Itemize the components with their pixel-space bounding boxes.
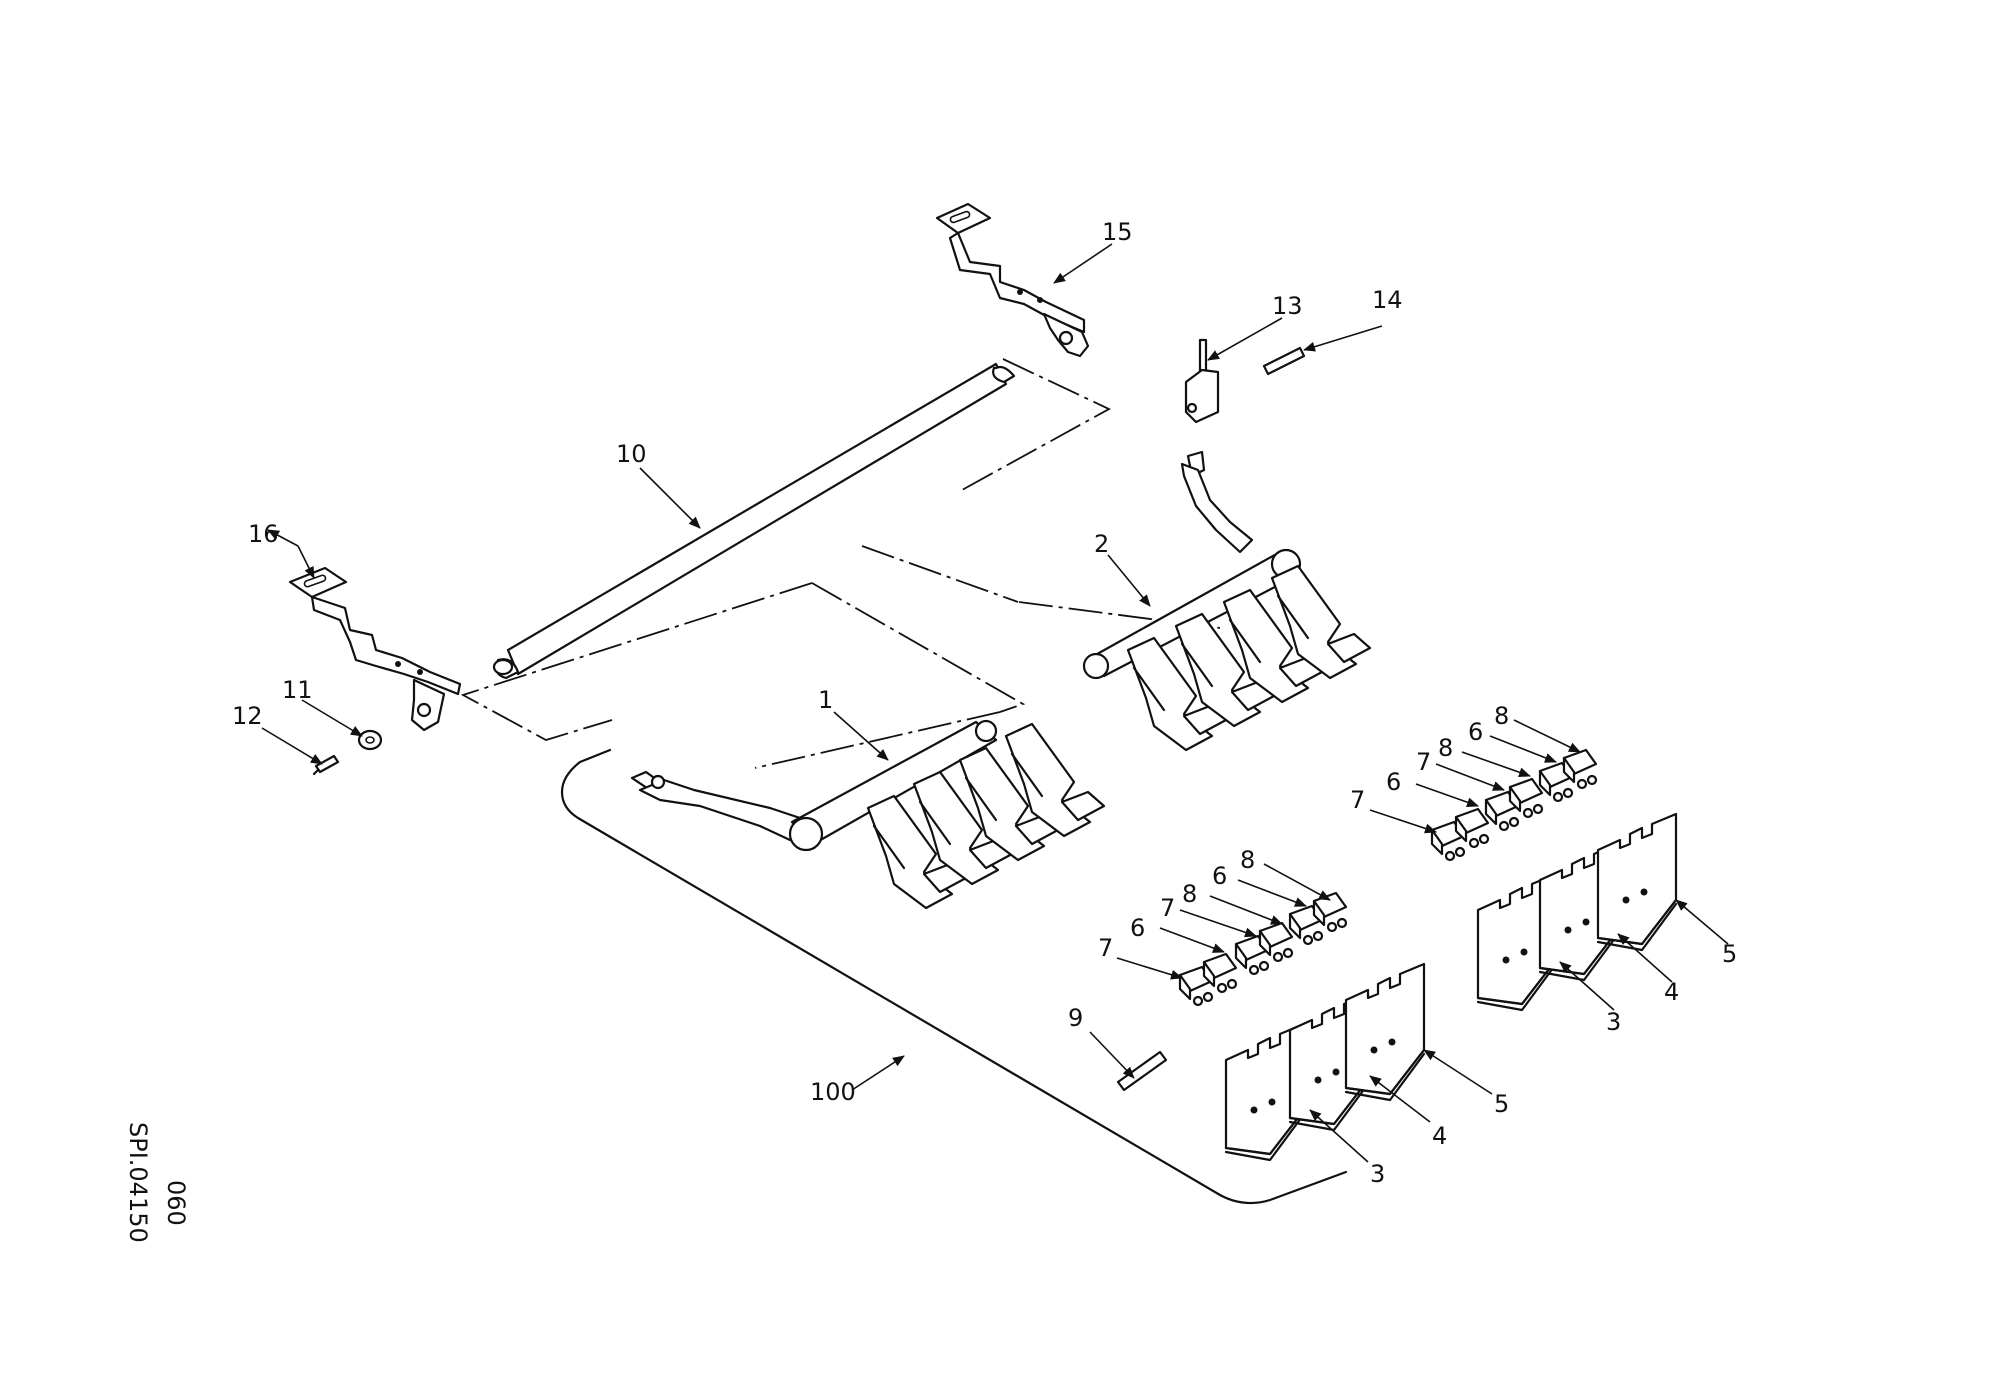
drawing-code: SPI.04150 [124,1122,152,1243]
bracket-upper-right [935,202,1090,358]
callout-7-lower: 7 [1098,934,1113,962]
callout-11: 11 [282,676,313,704]
callout-14: 14 [1372,286,1403,314]
callout-16: 16 [248,520,279,548]
washer-11 [357,729,383,751]
callout-100: 100 [810,1078,856,1106]
callout-labels: 15 13 14 10 2 16 11 12 1 9 100 7 6 7 8 6… [232,218,1737,1188]
callout-2: 2 [1094,530,1109,558]
callout-5-upper: 5 [1722,940,1737,968]
arm-assembly-upper [1082,450,1372,752]
callout-5-lower: 5 [1494,1090,1509,1118]
bracket-left [288,566,462,732]
callout-4-upper: 4 [1664,978,1679,1006]
callout-6-upper-b: 6 [1468,718,1483,746]
assembly-guide-lines [460,358,1221,769]
arm-assembly-lower [630,719,1106,910]
callout-6-upper-a: 6 [1386,768,1401,796]
shaft [492,362,1016,680]
locking-pin-13 [1184,338,1220,424]
callout-8-upper-a: 8 [1438,734,1453,762]
scraper-blades-upper [1476,812,1678,1012]
callout-9: 9 [1068,1004,1083,1032]
callout-7-upper-b: 7 [1416,748,1431,776]
drawing-sheet: 060 [162,1180,190,1226]
bolt-12 [312,754,340,776]
clamp-plates-lower [1178,891,1348,1007]
clamp-plates-upper [1430,748,1598,862]
callout-6-lower-a: 6 [1130,914,1145,942]
callout-1: 1 [818,686,833,714]
callout-10: 10 [616,440,647,468]
callout-13: 13 [1272,292,1303,320]
callout-6-lower-b: 6 [1212,862,1227,890]
callout-8-upper-b: 8 [1494,702,1509,730]
callout-8-lower-b: 8 [1240,846,1255,874]
callout-8-lower-a: 8 [1182,880,1197,908]
callout-12: 12 [232,702,263,730]
callout-3-lower: 3 [1370,1160,1385,1188]
callout-15: 15 [1102,218,1133,246]
pin-14 [1262,346,1306,376]
subassembly-outline [560,748,1348,1205]
scraper-blades-lower [1224,962,1426,1162]
pin-9 [1116,1050,1168,1092]
callout-7-lower-b: 7 [1160,894,1175,922]
leader-lines [261,243,1729,1163]
callout-4-lower: 4 [1432,1122,1447,1150]
callout-7-upper: 7 [1350,786,1365,814]
callout-3-upper: 3 [1606,1008,1621,1036]
